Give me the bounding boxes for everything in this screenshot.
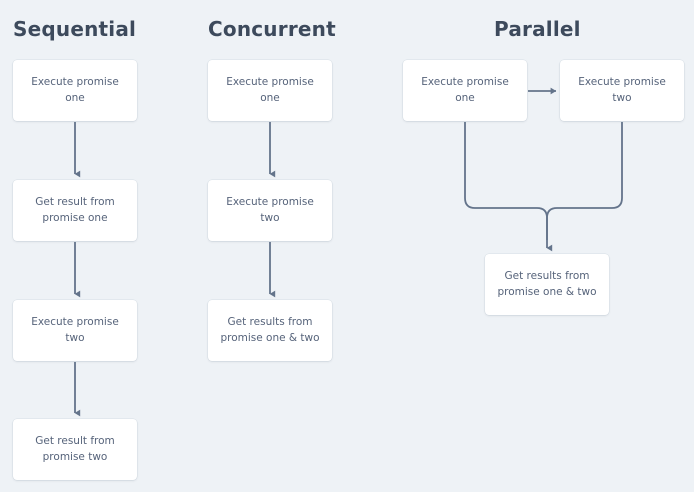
node-label: Get result from promise one [35,196,115,224]
node-label: Execute promise two [31,316,119,344]
node-sequential-get-result-from-promise-one: Get result from promise one [13,180,137,241]
node-concurrent-execute-promise-two: Execute promise two [208,180,332,241]
column-title-sequential: Sequential [13,17,137,41]
node-parallel-execute-promise-two: Execute promise two [560,60,684,121]
node-sequential-get-result-from-promise-two: Get result from promise two [13,419,137,480]
node-label: Execute promise two [226,196,314,224]
column-title-concurrent: Concurrent [208,17,336,41]
node-label: Execute promise one [226,76,314,104]
node-concurrent-get-results-from-promise-one-and-two: Get results from promise one & two [208,300,332,361]
node-label: Get result from promise two [35,435,115,463]
node-parallel-get-results-from-promise-one-and-two: Get results from promise one & two [485,254,609,315]
connector-parallel-merge-left [464,122,553,252]
node-label: Execute promise one [421,76,509,104]
node-label: Execute promise one [31,76,119,104]
connector-parallel-merge-right [546,122,623,240]
node-concurrent-execute-promise-one: Execute promise one [208,60,332,121]
node-label: Get results from promise one & two [220,316,320,344]
node-label: Execute promise two [578,76,666,104]
node-parallel-execute-promise-one: Execute promise one [403,60,527,121]
node-sequential-execute-promise-one: Execute promise one [13,60,137,121]
node-sequential-execute-promise-two: Execute promise two [13,300,137,361]
column-title-parallel: Parallel [494,17,581,41]
node-label: Get results from promise one & two [497,270,597,298]
